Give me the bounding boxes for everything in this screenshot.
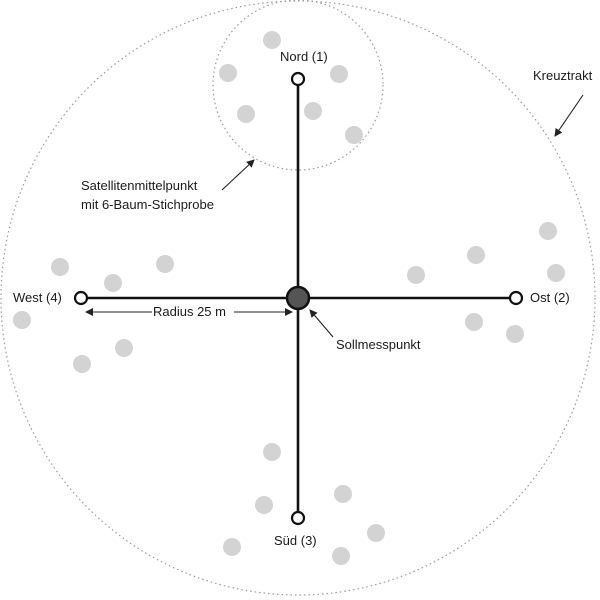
tree-cluster-east [407, 222, 565, 343]
tree-cluster-west [13, 255, 174, 373]
tree [467, 246, 485, 264]
tree [334, 485, 352, 503]
tree [330, 65, 348, 83]
tree [237, 105, 255, 123]
tree [539, 222, 557, 240]
tree [156, 255, 174, 273]
tree [13, 311, 31, 329]
tree [547, 264, 565, 282]
tree [332, 547, 350, 565]
tree [345, 126, 363, 144]
satellite-pointer [221, 159, 255, 191]
label-east: Ost (2) [530, 290, 570, 305]
satellite-circle-north [212, 0, 384, 171]
label-west: West (4) [13, 290, 62, 305]
label-cross-tract: Kreuztrakt [533, 68, 593, 83]
tree [219, 64, 237, 82]
label-south: Süd (3) [274, 533, 317, 548]
label-radius: Radius 25 m [153, 304, 226, 319]
endpoint-east [508, 290, 524, 306]
tree [407, 266, 425, 284]
label-target-point: Sollmesspunkt [336, 337, 421, 352]
endpoint-south [290, 510, 306, 526]
label-north: Nord (1) [280, 49, 328, 64]
tree [465, 313, 483, 331]
tree [304, 102, 322, 120]
target-point-pointer [309, 309, 334, 338]
tree [263, 31, 281, 49]
target-point-marker [285, 285, 311, 311]
tree [255, 496, 273, 514]
tree [115, 339, 133, 357]
tree [73, 355, 91, 373]
endpoint-north [290, 71, 306, 87]
tree [223, 538, 241, 556]
tree [263, 443, 281, 461]
label-satellite-line1: Satellitenmittelpunkt [81, 178, 198, 193]
tree [506, 325, 524, 343]
tree-cluster-south [223, 443, 385, 565]
tree [104, 274, 122, 292]
tree-cluster-north [219, 31, 363, 144]
label-satellite-line2: mit 6-Baum-Stichprobe [81, 197, 214, 212]
tree [367, 524, 385, 542]
tree [51, 258, 69, 276]
endpoint-west [73, 290, 89, 306]
cross-tract-pointer [554, 94, 584, 137]
